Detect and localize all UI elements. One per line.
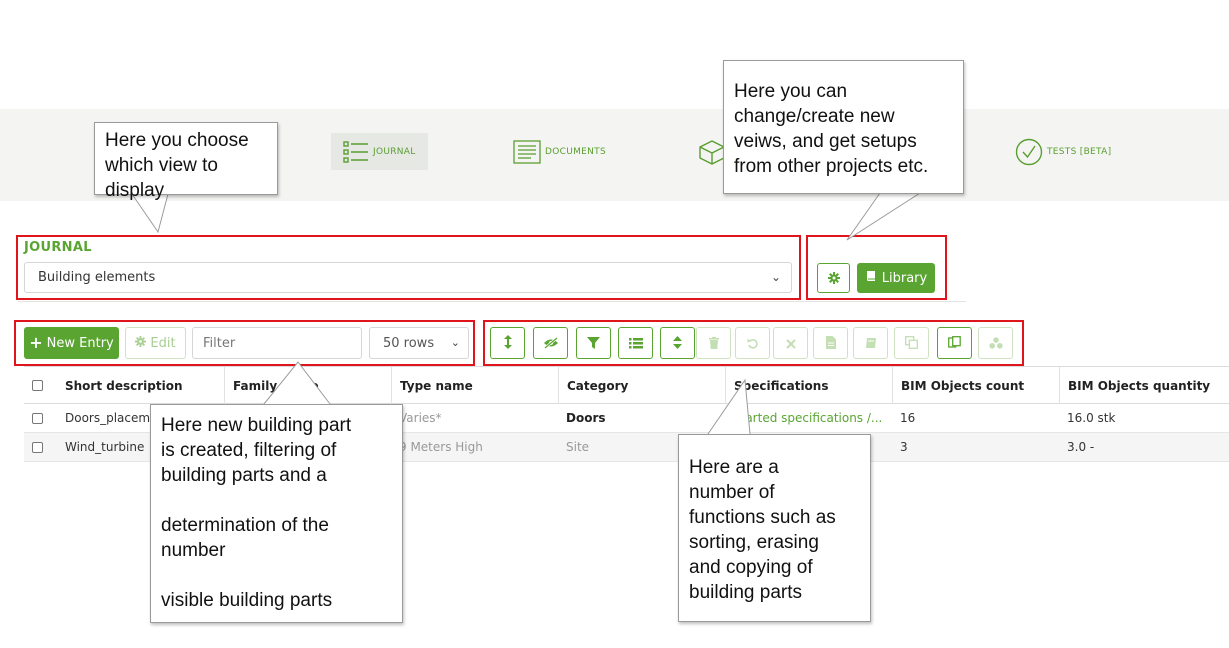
cube-icon bbox=[698, 139, 726, 165]
column-list-button[interactable] bbox=[618, 327, 653, 359]
column-header[interactable]: Category bbox=[558, 367, 725, 404]
gear-icon bbox=[135, 335, 147, 351]
library-export-button[interactable] bbox=[853, 327, 888, 359]
cell-bim-quantity: 16.0 stk bbox=[1067, 411, 1116, 425]
nav-tab-journal[interactable]: JOURNAL bbox=[331, 133, 428, 170]
row-checkbox[interactable] bbox=[31, 412, 43, 424]
delete-button[interactable] bbox=[696, 327, 731, 359]
eye-slash-icon bbox=[543, 334, 559, 353]
chevron-down-icon: ⌄ bbox=[770, 270, 781, 284]
select-all-cell bbox=[24, 367, 50, 404]
column-header[interactable]: BIM Objects quantity bbox=[1059, 367, 1229, 404]
undo-icon bbox=[747, 334, 759, 353]
resize-rows-button[interactable] bbox=[490, 327, 525, 359]
cell-short-description: Wind_turbine bbox=[65, 440, 145, 454]
sort-button[interactable] bbox=[660, 327, 695, 359]
highlight-view-selector bbox=[16, 235, 801, 300]
hide-columns-button[interactable] bbox=[533, 327, 568, 359]
cell-type-name: Varies* bbox=[399, 411, 442, 425]
edit-label: Edit bbox=[150, 335, 176, 351]
callout-building-parts: Here new building part is created, filte… bbox=[150, 404, 403, 623]
trash-icon bbox=[708, 334, 719, 353]
duplicate-button[interactable] bbox=[894, 327, 929, 359]
file-icon bbox=[825, 334, 836, 353]
column-header[interactable]: Family name bbox=[224, 367, 391, 404]
cell-bim-count: 16 bbox=[900, 411, 916, 425]
document-button[interactable] bbox=[813, 327, 848, 359]
highlight-entry-tools bbox=[14, 320, 475, 366]
cell-type-name: 9 Meters High bbox=[399, 440, 483, 454]
cell-category: Site bbox=[566, 440, 590, 454]
cell-short-description: Doors_placement bbox=[65, 411, 170, 425]
nav-tab-label: DOCUMENTS bbox=[545, 146, 606, 157]
callout-view: Here you choose which view to display bbox=[94, 122, 278, 201]
list-icon bbox=[343, 140, 369, 164]
highlight-function-tools bbox=[483, 320, 1024, 366]
view-select[interactable]: Building elements ⌄ bbox=[24, 262, 792, 293]
gear-icon bbox=[827, 269, 840, 288]
nav-tab-tests[interactable]: TESTS [BETA] bbox=[1003, 133, 1123, 170]
undo-button[interactable] bbox=[735, 327, 770, 359]
table-row[interactable]: Doors_placement Varies* Doors Started sp… bbox=[24, 404, 1229, 433]
callout-functions: Here are a number of functions such as s… bbox=[678, 434, 871, 622]
close-icon bbox=[785, 334, 796, 353]
cell-bim-quantity: 3.0 - bbox=[1067, 440, 1095, 454]
callout-library: Here you can change/create new veiws, an… bbox=[723, 60, 964, 194]
row-checkbox[interactable] bbox=[31, 441, 43, 453]
chevron-down-icon: ⌄ bbox=[450, 336, 460, 349]
cell-category: Doors bbox=[566, 411, 606, 425]
divider bbox=[18, 301, 966, 302]
copy-button[interactable] bbox=[937, 327, 972, 359]
view-select-value: Building elements bbox=[38, 270, 156, 285]
row-select-cell bbox=[24, 433, 50, 461]
document-icon bbox=[513, 139, 541, 164]
book-icon bbox=[865, 334, 877, 353]
journal-title: JOURNAL bbox=[24, 240, 92, 255]
edit-button[interactable]: Edit bbox=[125, 327, 186, 359]
library-label: Library bbox=[881, 270, 928, 286]
check-circle-icon bbox=[1015, 138, 1043, 166]
cell-bim-count: 3 bbox=[900, 440, 908, 454]
rows-per-page-select[interactable]: 50 rows ⌄ bbox=[369, 327, 469, 359]
rows-per-page-value: 50 rows bbox=[383, 335, 435, 351]
book-icon bbox=[865, 270, 877, 286]
cubes-icon bbox=[988, 334, 1003, 353]
column-header[interactable]: BIM Objects count bbox=[892, 367, 1059, 404]
nav-tab-label: TESTS [BETA] bbox=[1047, 146, 1112, 157]
row-select-cell bbox=[24, 404, 50, 432]
highlight-library bbox=[806, 235, 947, 300]
filter-button[interactable] bbox=[576, 327, 611, 359]
column-header[interactable]: Short description bbox=[65, 378, 183, 393]
group-button[interactable] bbox=[978, 327, 1013, 359]
plus-icon: + bbox=[29, 333, 43, 352]
copy-icon bbox=[948, 334, 961, 353]
new-entry-label: New Entry bbox=[46, 335, 114, 351]
nav-tab-label: JOURNAL bbox=[373, 146, 416, 157]
new-entry-button[interactable]: + New Entry bbox=[24, 327, 119, 359]
select-all-checkbox[interactable] bbox=[31, 380, 43, 391]
nav-tab-documents[interactable]: DOCUMENTS bbox=[501, 133, 618, 170]
library-button[interactable]: Library bbox=[857, 263, 935, 293]
column-header[interactable]: Specifications bbox=[725, 367, 892, 404]
column-header[interactable]: Type name bbox=[391, 367, 558, 404]
table-header: Short description Family name Type name … bbox=[24, 366, 1229, 404]
cell-specifications[interactable]: Started specifications /... bbox=[733, 411, 883, 425]
vertical-arrows-icon bbox=[503, 334, 513, 353]
sort-icon bbox=[673, 334, 682, 353]
clear-button[interactable] bbox=[773, 327, 808, 359]
filter-input[interactable] bbox=[192, 327, 362, 359]
funnel-icon bbox=[587, 334, 600, 353]
copy-icon bbox=[905, 334, 918, 353]
list-icon bbox=[628, 334, 643, 353]
view-settings-button[interactable] bbox=[817, 263, 850, 293]
